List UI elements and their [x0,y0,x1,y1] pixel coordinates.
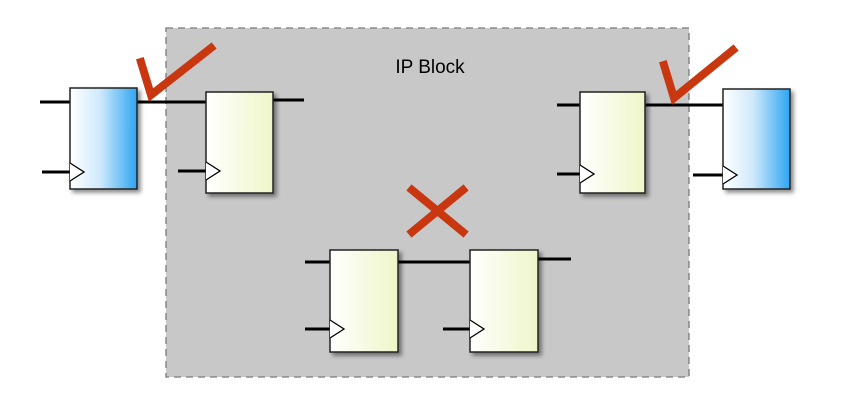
cross-icon [406,184,469,238]
internal-flop-b [469,249,539,353]
ip-input-flop [205,91,274,194]
input-register [69,87,138,190]
ip-output-flop [579,91,646,194]
internal-flop-a [329,249,399,353]
internal-flop-a-clock-icon [329,319,346,339]
internal-flop-b-clock-icon [469,319,486,339]
output-register [722,88,791,190]
ip-input-flop-clock-icon [205,161,222,181]
wires [40,98,723,331]
checkmark-icon [659,44,739,105]
checkmark-icon [136,42,217,102]
input-register-clock-icon [69,162,86,182]
ip-output-flop-clock-icon [579,164,596,184]
output-register-clock-icon [722,165,739,185]
ip-block-label: IP Block [395,57,465,78]
